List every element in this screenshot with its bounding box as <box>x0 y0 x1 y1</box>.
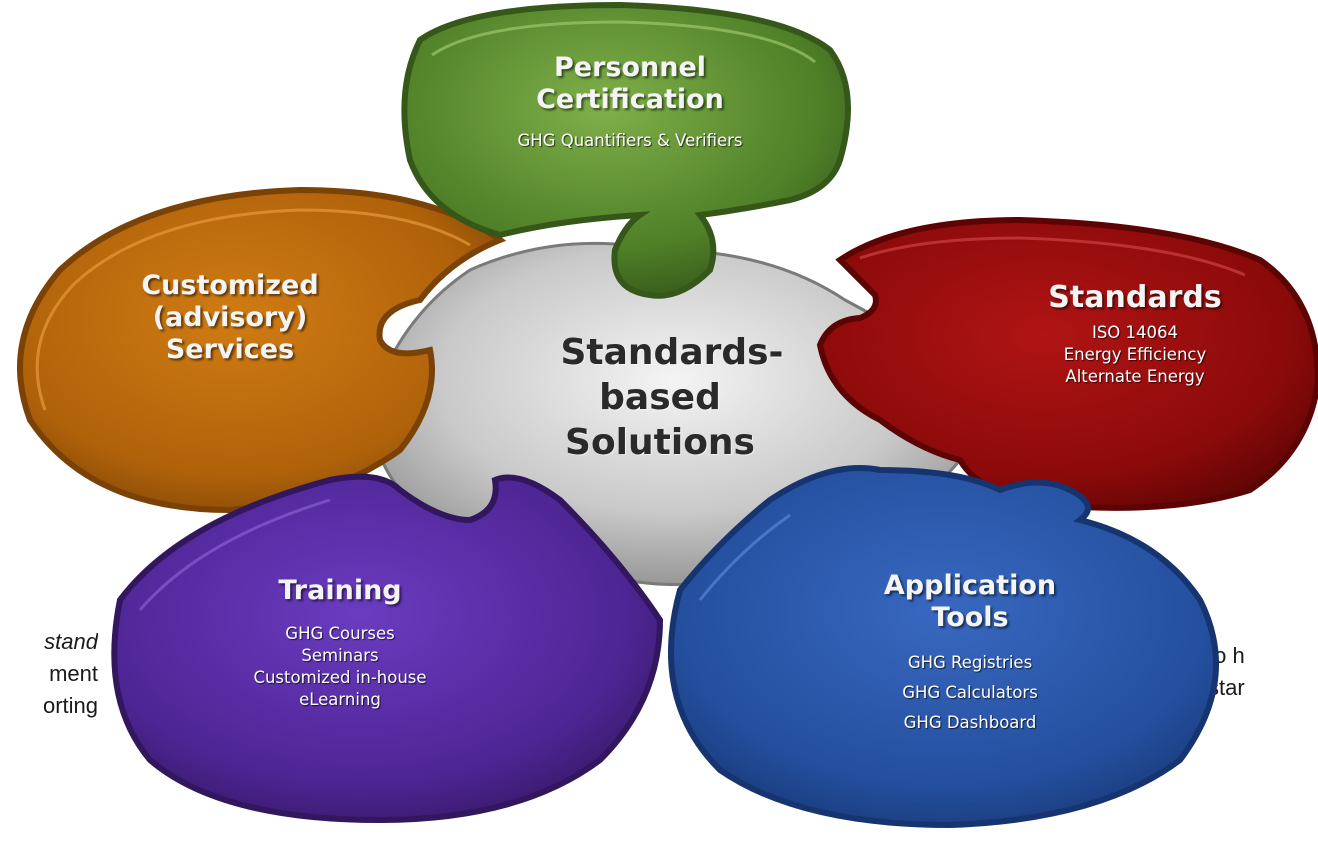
background-text-line: orting <box>42 693 98 718</box>
application-item: GHG Dashboard <box>903 713 1037 732</box>
training-item: Seminars <box>301 646 379 665</box>
customized-title-line: (advisory) <box>152 302 308 333</box>
standards-title: Standards <box>1048 280 1222 315</box>
customized-title-line: Services <box>165 334 295 365</box>
standards-item: ISO 14064 <box>1091 323 1179 342</box>
background-text-line: stand <box>44 629 98 654</box>
center-title-line: Standards- <box>560 332 784 373</box>
center-title: Standards- based Solutions <box>520 330 800 465</box>
standards-petal <box>816 216 1318 511</box>
center-title-line: based <box>599 377 721 418</box>
background-text-left: stand ment orting <box>0 626 98 722</box>
customized-title-line: Customized <box>141 270 319 301</box>
training-title: Training <box>278 575 402 606</box>
personnel-title-line: Certification <box>536 84 724 115</box>
application-title-line: Application <box>883 570 1057 601</box>
standards-label: Standards ISO 14064 Energy Efficiency Al… <box>985 280 1285 388</box>
application-petal <box>668 465 1219 829</box>
training-petal <box>111 473 664 824</box>
training-item: GHG Courses <box>285 624 395 643</box>
training-item: Customized in-house <box>253 668 427 687</box>
training-label: Training GHG Courses Seminars Customized… <box>180 575 500 711</box>
background-text-line: ment <box>49 661 98 686</box>
application-item: GHG Registries <box>907 653 1033 672</box>
application-item: GHG Calculators <box>902 683 1038 702</box>
personnel-petal <box>401 1 851 299</box>
standards-item: Alternate Energy <box>1065 367 1205 386</box>
application-label: Application Tools GHG Registries GHG Cal… <box>820 570 1120 738</box>
application-title-line: Tools <box>931 602 1009 633</box>
standards-item: Energy Efficiency <box>1063 345 1207 364</box>
personnel-title-line: Personnel <box>553 52 707 83</box>
personnel-label: Personnel Certification GHG Quantifiers … <box>430 52 830 152</box>
customized-label: Customized (advisory) Services <box>70 270 390 366</box>
training-item: eLearning <box>299 690 381 709</box>
center-title-line: Solutions <box>565 422 755 463</box>
personnel-subtitle: GHG Quantifiers & Verifiers <box>517 131 743 150</box>
